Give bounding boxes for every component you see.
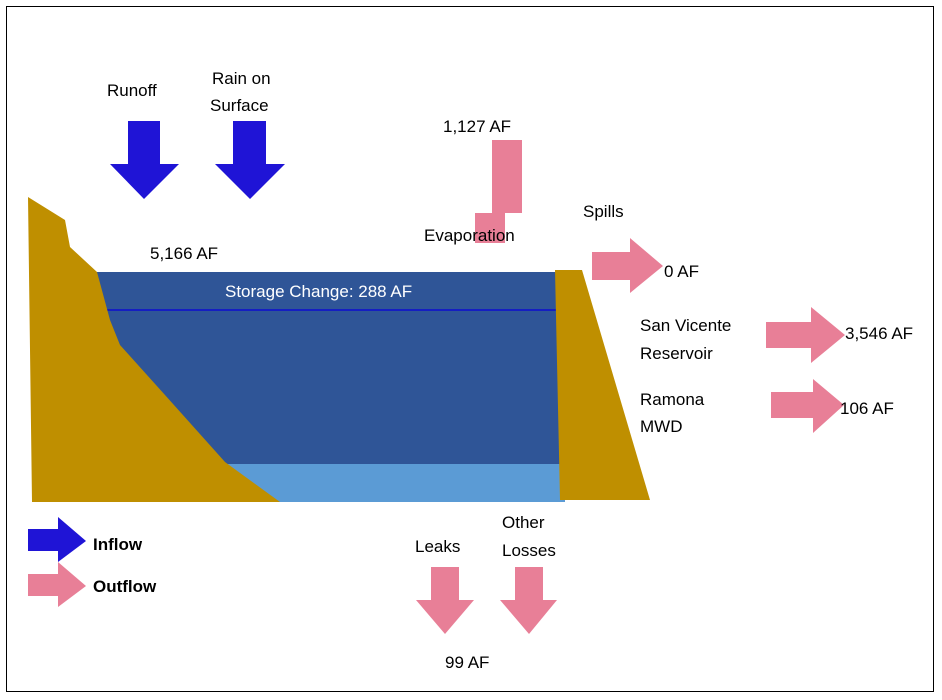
san-vicente-label-line2: Reservoir (640, 344, 713, 363)
spills-value: 0 AF (664, 262, 699, 281)
other-losses-arrow (500, 567, 557, 634)
legend-inflow-label: Inflow (93, 535, 143, 554)
san-vicente-label-line1: San Vicente (640, 316, 731, 335)
diagram-frame (6, 6, 934, 692)
leaks-label: Leaks (415, 537, 460, 556)
reservoir-water (95, 272, 565, 464)
other-losses-label-line2: Losses (502, 541, 556, 560)
ramona-label-line2: MWD (640, 417, 682, 436)
leaks-arrow (416, 567, 474, 634)
shallow-water (225, 462, 565, 502)
rain-label-line2: Surface (210, 96, 269, 115)
runoff-arrow (110, 121, 179, 199)
evaporation-label: Evaporation (424, 226, 515, 245)
rain-label-line1: Rain on (212, 69, 271, 88)
ramona-arrow (771, 379, 844, 433)
spills-arrow (592, 238, 663, 293)
ramona-label-line1: Ramona (640, 390, 705, 409)
leaks-other-value: 99 AF (445, 653, 489, 672)
spills-label: Spills (583, 202, 624, 221)
legend-outflow-label: Outflow (93, 577, 157, 596)
left-bank (28, 197, 280, 502)
inflow-total: 5,166 AF (150, 244, 218, 263)
san-vicente-value: 3,546 AF (845, 324, 913, 343)
rain-arrow (215, 121, 285, 199)
other-losses-label-line1: Other (502, 513, 545, 532)
ramona-value: 106 AF (840, 399, 894, 418)
san-vicente-arrow (766, 307, 845, 363)
evaporation-value: 1,127 AF (443, 117, 511, 136)
evaporation-arrow (475, 140, 522, 243)
legend-inflow-arrow (28, 517, 86, 562)
runoff-label: Runoff (107, 81, 157, 100)
dam (555, 270, 650, 500)
storage-change-label: Storage Change: 288 AF (225, 282, 412, 301)
legend-outflow-arrow (28, 562, 86, 607)
